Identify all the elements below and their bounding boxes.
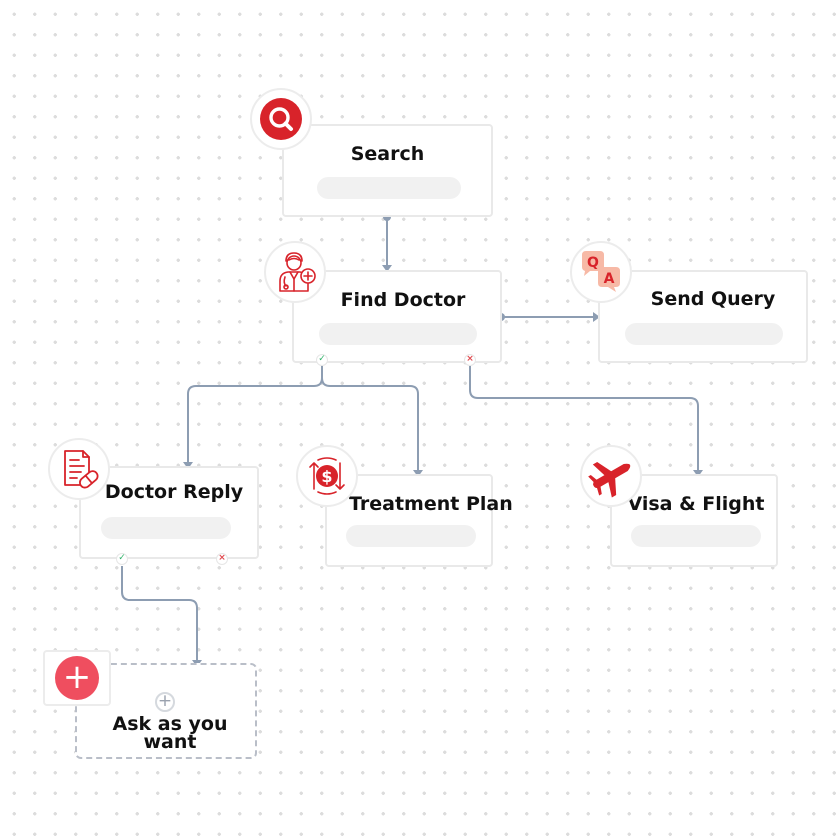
node-placeholder-bar	[631, 525, 761, 547]
node-placeholder-bar	[625, 323, 783, 345]
dollar-exchange-icon: $	[309, 457, 345, 495]
node-placeholder-bar	[319, 323, 477, 345]
node-title: Ask as you want	[112, 713, 228, 753]
edge-search-finddoctor	[382, 213, 392, 272]
node-title: Send Query	[650, 288, 776, 310]
node-find-doctor[interactable]: Find Doctor	[292, 270, 502, 363]
treatment-badge: $	[296, 445, 358, 507]
doctor-reply-yes-port[interactable]: ✓	[116, 553, 128, 565]
doctor-reply-no-port[interactable]: ×	[216, 553, 228, 565]
airplane-icon	[588, 462, 631, 498]
node-title: Search	[350, 143, 425, 165]
node-placeholder-bar	[317, 177, 461, 199]
add-step-icon[interactable]: +	[155, 692, 175, 712]
prescription-badge	[48, 438, 110, 500]
node-title: Visa & Flight	[627, 493, 765, 515]
node-send-query[interactable]: Send Query	[598, 270, 808, 363]
find-doctor-yes-port[interactable]: ✓	[316, 354, 328, 366]
flight-badge	[580, 445, 642, 507]
edge-doctorreply-yes	[121, 566, 202, 667]
node-title: Doctor Reply	[104, 481, 244, 503]
query-badge: Q A	[570, 241, 632, 303]
doctor-icon	[279, 252, 316, 292]
node-title: Treatment Plan	[349, 493, 513, 515]
prescription-icon	[64, 450, 99, 489]
node-placeholder-bar	[101, 517, 231, 539]
svg-text:$: $	[321, 467, 332, 486]
plus-icon[interactable]: +	[55, 656, 99, 700]
edge-finddoctor-yes	[183, 366, 423, 477]
edge-finddoctor-no	[469, 366, 703, 477]
find-doctor-no-port[interactable]: ×	[464, 354, 476, 366]
qa-chat-icon: Q A	[582, 251, 620, 292]
qa-letter-q: Q	[587, 255, 599, 271]
node-doctor-reply[interactable]: Doctor Reply	[79, 466, 259, 559]
add-node-badge[interactable]: +	[43, 650, 111, 706]
node-placeholder-bar	[346, 525, 476, 547]
node-title: Find Doctor	[340, 289, 466, 311]
node-search[interactable]: Search	[282, 124, 493, 217]
doctor-badge	[264, 241, 326, 303]
qa-letter-a: A	[604, 271, 615, 287]
node-visa-flight[interactable]: Visa & Flight	[610, 474, 778, 567]
edge-finddoctor-sendquery	[497, 312, 600, 322]
node-ask-as-you-want[interactable]: + Ask as you want	[75, 663, 257, 759]
search-icon	[260, 98, 302, 140]
search-badge	[250, 88, 312, 150]
